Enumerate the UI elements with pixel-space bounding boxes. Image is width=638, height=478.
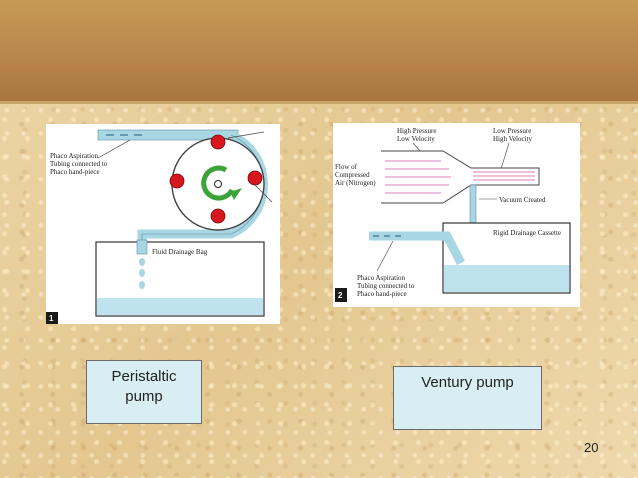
page-number: 20 (584, 440, 599, 455)
fig2-flow-label-1: Flow of (335, 163, 358, 171)
peristaltic-label-line-2: pump (125, 388, 163, 405)
fig2-low-pressure-2: High Velocity (493, 135, 532, 143)
fig2-flow-label-2: Compressed (335, 171, 370, 179)
roller-bottom (210, 208, 226, 224)
air-flow-lines (385, 160, 451, 194)
fig1-bag-label: Fluid Drainage Bag (152, 248, 208, 256)
fig1-tubing-label-2: Tubing connected to (50, 160, 108, 168)
fig2-tubing-label-1: Phaco Aspiration (357, 274, 406, 282)
fig2-vacuum-label: Vacuum Created (499, 196, 546, 204)
title-bar (0, 0, 638, 104)
venturi-tube (381, 150, 540, 204)
fluid-drop (139, 281, 145, 289)
roller-right (247, 170, 263, 186)
fig1-badge: 1 (49, 314, 54, 323)
peristaltic-label-line-1: Peristaltic (111, 368, 177, 385)
rotation-arrow-icon (201, 165, 235, 201)
fluid-drop (139, 258, 145, 266)
fluid-pool (97, 298, 263, 315)
fig2-flow-label-3: Air (Nitrogen) (335, 179, 376, 187)
fig1-tubing-label-3: Phaco hand-piece (50, 168, 100, 176)
ventury-pump-label: Ventury pump (393, 366, 542, 430)
roller-left (169, 173, 185, 189)
ventury-label-text: Ventury pump (421, 374, 514, 391)
fig2-badge: 2 (338, 291, 343, 300)
fig2-low-pressure-1: Low Pressure (493, 127, 531, 135)
fig1-tubing-label-1: Phaco Aspiration (50, 152, 99, 160)
venturi-diagram: High Pressure Low Velocity Low Pressure … (333, 123, 580, 307)
peristaltic-diagram: Phaco Aspiration Tubing connected to Pha… (46, 124, 280, 324)
fig2-tubing-label-2: Tubing connected to (357, 282, 415, 290)
fig2-fluid-pool (444, 265, 569, 292)
peristaltic-pump-label: Peristaltic pump (86, 360, 202, 424)
fig2-cassette-label: Rigid Drainage Cassette (493, 229, 561, 237)
roller-top (210, 134, 226, 150)
fig2-high-pressure-2: Low Velocity (397, 135, 435, 143)
pump-axle (214, 180, 222, 188)
fig2-tubing-label-3: Phaco hand-piece (357, 290, 407, 298)
fluid-drop (139, 269, 145, 277)
fig2-high-pressure-1: High Pressure (397, 127, 436, 135)
